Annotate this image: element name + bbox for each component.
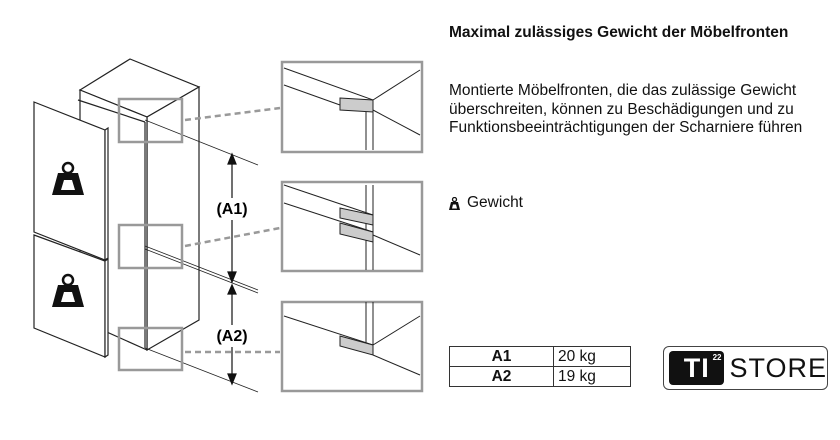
table-value: 19 kg — [553, 366, 631, 387]
dimension-arrows — [227, 152, 237, 386]
weight-icon — [52, 161, 84, 195]
fridge-hinge-diagram: (A1) (A2) — [33, 58, 424, 393]
page-title: Maximal zulässiges Gewicht der Möbelfron… — [449, 24, 789, 41]
weight-icon — [449, 196, 460, 210]
extension-lines — [144, 119, 259, 393]
callout-boxes — [117, 60, 424, 393]
logo-text: STORE — [729, 352, 827, 383]
logo-mark-text: TI — [683, 352, 710, 383]
legend: Gewicht — [449, 194, 523, 212]
weight-table: A1 20 kg A2 19 kg — [449, 346, 631, 387]
weight-icon — [52, 273, 84, 307]
furniture-fronts — [33, 101, 109, 359]
table-key: A1 — [449, 346, 554, 367]
description-text: Montierte Möbelfronten, die das zulässig… — [449, 82, 803, 136]
table-key: A2 — [449, 366, 554, 387]
dimension-label-a1: (A1) — [216, 201, 247, 218]
detail-views — [283, 67, 421, 376]
logo-superscript: 22 — [712, 353, 722, 362]
table-value: 20 kg — [553, 346, 631, 367]
dimension-label-a2: (A2) — [216, 328, 247, 345]
table-row: A1 20 kg — [449, 346, 631, 367]
table-row: A2 19 kg — [449, 366, 631, 387]
legend-label: Gewicht — [467, 194, 523, 211]
